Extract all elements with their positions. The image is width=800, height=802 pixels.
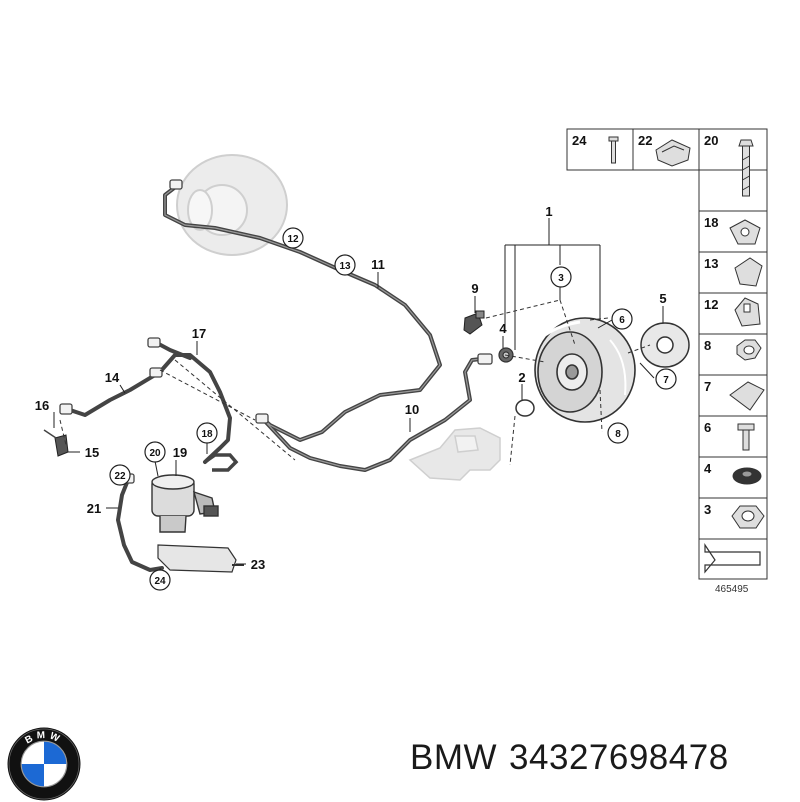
ghost-booster-upper (176, 154, 288, 256)
hose-bracket-icon (734, 297, 761, 327)
clip-icon (655, 139, 691, 167)
callout-17: 17 (192, 326, 206, 341)
parts-grid (566, 128, 768, 580)
brand-name: BMW (410, 738, 498, 777)
pump-bracket (157, 544, 244, 573)
brake-booster (534, 317, 636, 423)
part-number: 34327698478 (509, 738, 729, 777)
vacuum-hoses (68, 183, 492, 572)
callout-20: 20 (149, 448, 161, 459)
hose-holder-icon (734, 257, 763, 287)
grommet-icon (732, 467, 762, 485)
screw-icon (737, 423, 755, 451)
grid-label-3: 3 (704, 502, 711, 517)
callout-12: 12 (287, 234, 299, 245)
grid-label-13: 13 (704, 256, 718, 271)
callout-18: 18 (201, 429, 213, 440)
callout-14: 14 (105, 370, 120, 385)
product-caption: BMW 34327698478 (410, 738, 729, 778)
grid-label-12: 12 (704, 297, 718, 312)
hex-nut-icon (731, 505, 765, 529)
vacuum-pump (151, 474, 219, 533)
clamp-icon (729, 381, 765, 411)
callout-2: 2 (518, 370, 525, 385)
callout-4: 4 (499, 321, 507, 336)
callout-21: 21 (87, 501, 101, 516)
callout-9: 9 (471, 281, 478, 296)
grid-label-20: 20 (704, 133, 718, 148)
ghost-bracket-lower (408, 427, 501, 481)
callout-13: 13 (339, 261, 351, 272)
callout-labels: 1 2 4 5 9 10 11 14 15 16 17 19 21 23 (35, 204, 667, 572)
seal-ring (640, 322, 690, 368)
grid-label-4: 4 (704, 461, 712, 476)
grid-label-24: 24 (572, 133, 587, 148)
callout-19: 19 (173, 445, 187, 460)
sensor-connector (43, 429, 69, 457)
rivet-icon (608, 136, 619, 164)
callout-24: 24 (154, 576, 166, 587)
hose-clip-icon (729, 219, 761, 245)
callout-3: 3 (558, 273, 564, 284)
hose-18 (203, 453, 239, 472)
grid-label-22: 22 (638, 133, 652, 148)
grid-label-6: 6 (704, 420, 711, 435)
bmw-roundel-icon: BMW (7, 727, 81, 801)
grid-label-8: 8 (704, 338, 711, 353)
callout-11: 11 (371, 257, 385, 272)
bolt-icon (738, 139, 754, 197)
callout-15: 15 (85, 445, 99, 460)
callout-8: 8 (615, 429, 621, 440)
callout-22: 22 (114, 471, 126, 482)
circled-callouts (109, 227, 677, 591)
pressure-sensor (463, 310, 485, 335)
callout-1: 1 (545, 204, 552, 219)
collar-nut-icon (736, 339, 762, 361)
callout-10: 10 (405, 402, 419, 417)
callout-7: 7 (663, 375, 669, 386)
direction-arrow-icon (704, 543, 761, 574)
callout-16: 16 (35, 398, 49, 413)
o-ring (515, 399, 535, 417)
callout-5: 5 (659, 291, 666, 306)
grid-label-18: 18 (704, 215, 718, 230)
callout-23: 23 (251, 557, 265, 572)
callout-6: 6 (619, 315, 625, 326)
reference-number: 465495 (715, 584, 749, 595)
grid-label-7: 7 (704, 379, 711, 394)
